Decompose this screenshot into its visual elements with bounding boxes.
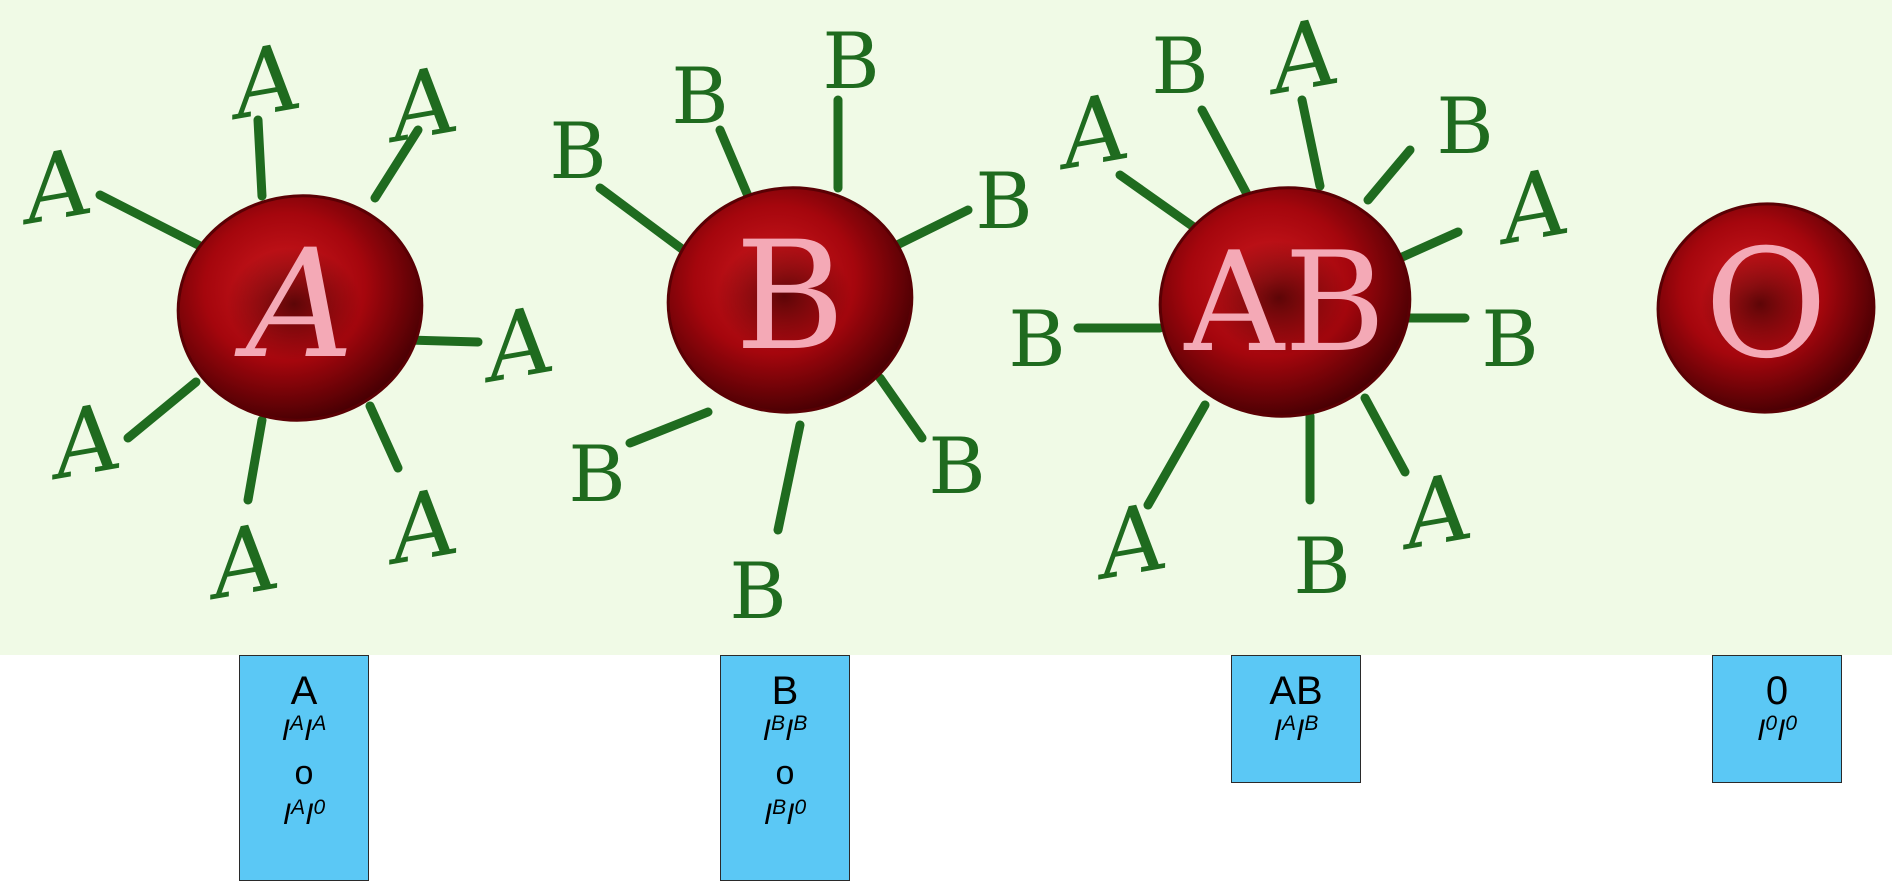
genotype-box-o: 0 I0I0 <box>1712 655 1842 783</box>
antigen-stalk <box>243 415 267 505</box>
red-blood-cell: AB <box>1158 186 1412 418</box>
allele-letter: I <box>282 798 292 831</box>
antigen-label: B <box>1293 522 1350 612</box>
allele-letter: I <box>785 714 794 747</box>
antigen-label: B <box>1436 82 1493 172</box>
allele-superscript: A <box>1281 712 1296 735</box>
antigen-stalk <box>1395 227 1463 263</box>
allele-superscript: A <box>289 712 304 735</box>
cell-dimple <box>1210 241 1348 355</box>
allele-superscript: 0 <box>794 796 807 819</box>
antigen-stalk <box>403 335 483 347</box>
antigen-stalk <box>370 125 423 203</box>
antigen-label: B <box>975 157 1032 247</box>
blood-type-label: B <box>771 669 799 713</box>
antigen-label: B <box>729 547 786 637</box>
allele-superscript: B <box>1304 712 1319 735</box>
antigen-label: B <box>1151 22 1208 112</box>
antigen-stalk <box>1143 400 1210 510</box>
antigen-label: B <box>549 107 606 197</box>
blood-type-label: AB <box>1269 669 1323 713</box>
genotype: IAIA <box>240 712 368 748</box>
allele-letter: I <box>786 798 795 831</box>
antigen-label: B <box>928 422 985 512</box>
allele-superscript: B <box>770 712 785 735</box>
antigen-stalk <box>1197 105 1253 201</box>
antigen-stalk <box>625 407 713 448</box>
allele-superscript: 0 <box>1765 712 1777 735</box>
allele-letter: I <box>1756 714 1766 747</box>
antigen-stalk <box>890 205 973 251</box>
allele-superscript: A <box>312 712 327 735</box>
antigen-stalk <box>253 115 267 201</box>
allele-letter: I <box>763 798 773 831</box>
allele-superscript: 0 <box>1785 712 1798 735</box>
red-blood-cell: O <box>1656 202 1876 414</box>
antigen-label: B <box>822 17 879 107</box>
allele-letter: I <box>1296 714 1305 747</box>
genotype-box-b: B IBIB o IBI0 <box>720 655 850 881</box>
antigen-label: B <box>1481 295 1538 385</box>
antigen-label: B <box>568 430 625 520</box>
allele-superscript: B <box>793 712 808 735</box>
blood-type-label: A <box>290 669 318 713</box>
antigen-stalk <box>773 420 805 535</box>
allele-letter: I <box>304 714 313 747</box>
antigen-stalk <box>875 373 927 443</box>
blood-type-label: 0 <box>1765 669 1789 713</box>
antigen-stalk <box>1363 145 1415 205</box>
antigen-stalk <box>123 377 201 443</box>
genotype: IBIB <box>721 712 849 748</box>
allele-letter: I <box>281 714 290 747</box>
cell-letter: A <box>234 218 354 392</box>
red-blood-cell: A <box>176 194 424 422</box>
allele-letter: I <box>1777 714 1786 747</box>
antigen-stalk <box>715 125 753 201</box>
cell-dimple <box>226 248 362 360</box>
genotype: IAI0 <box>240 796 368 832</box>
red-blood-cell: B <box>666 186 914 414</box>
cell-dimple <box>1700 252 1820 356</box>
allele-letter: I <box>762 714 771 747</box>
genotype: IAIB <box>1232 712 1360 748</box>
or-text: o <box>294 754 314 792</box>
antigen-label: B <box>1008 295 1065 385</box>
allele-superscript: A <box>291 796 306 819</box>
cell-dimple <box>716 240 852 352</box>
antigen-stalk <box>95 190 213 255</box>
or-text: o <box>775 754 795 792</box>
allele-letter: I <box>305 798 314 831</box>
antigen-stalk <box>595 183 695 260</box>
antigen-stalk <box>1297 95 1325 191</box>
allele-superscript: 0 <box>313 796 326 819</box>
genotype: I0I0 <box>1713 712 1841 748</box>
cell-letter: B <box>735 210 845 384</box>
antigen-stalk <box>1115 170 1210 240</box>
allele-superscript: B <box>772 796 787 819</box>
cell-letter: O <box>1705 218 1828 392</box>
genotype: IBI0 <box>721 796 849 832</box>
genotype-box-a: A IAIA o IAI0 <box>239 655 369 881</box>
genotype-box-ab: AB IAIB <box>1231 655 1361 783</box>
antigen-stalk <box>365 401 403 473</box>
cell-letter: AB <box>1183 222 1385 383</box>
allele-letter: I <box>1273 714 1282 747</box>
antigen-stalk <box>1360 393 1410 477</box>
antigen-label: B <box>671 52 728 142</box>
